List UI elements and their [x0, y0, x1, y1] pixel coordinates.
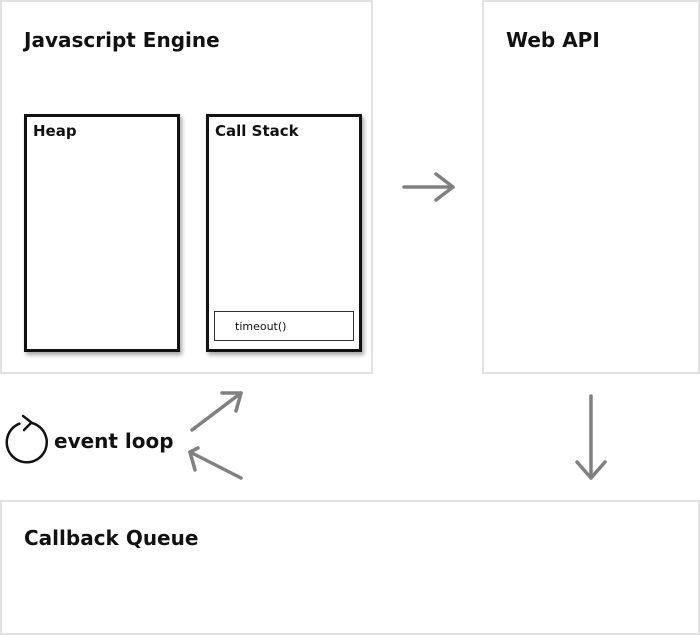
javascript-engine-panel: Javascript Engine Heap Call Stack timeou… — [0, 0, 373, 374]
heap-title: Heap — [33, 122, 77, 140]
arrow-loop-to-stack — [190, 391, 243, 432]
arrow-webapi-to-queue — [575, 394, 607, 480]
refresh-icon — [5, 414, 48, 464]
callback-queue-panel: Callback Queue — [0, 500, 700, 635]
web-api-panel: Web API — [482, 0, 700, 374]
call-stack-title: Call Stack — [215, 122, 299, 140]
web-api-title: Web API — [506, 28, 600, 52]
arrow-queue-to-loop — [188, 446, 243, 480]
callback-queue-title: Callback Queue — [24, 526, 199, 550]
arrow-engine-to-webapi — [402, 172, 455, 202]
event-loop-label: event loop — [54, 429, 174, 453]
call-stack-box: Call Stack timeout() — [206, 114, 362, 352]
call-stack-frame: timeout() — [214, 311, 354, 341]
heap-box: Heap — [24, 114, 180, 352]
javascript-engine-title: Javascript Engine — [24, 28, 220, 52]
